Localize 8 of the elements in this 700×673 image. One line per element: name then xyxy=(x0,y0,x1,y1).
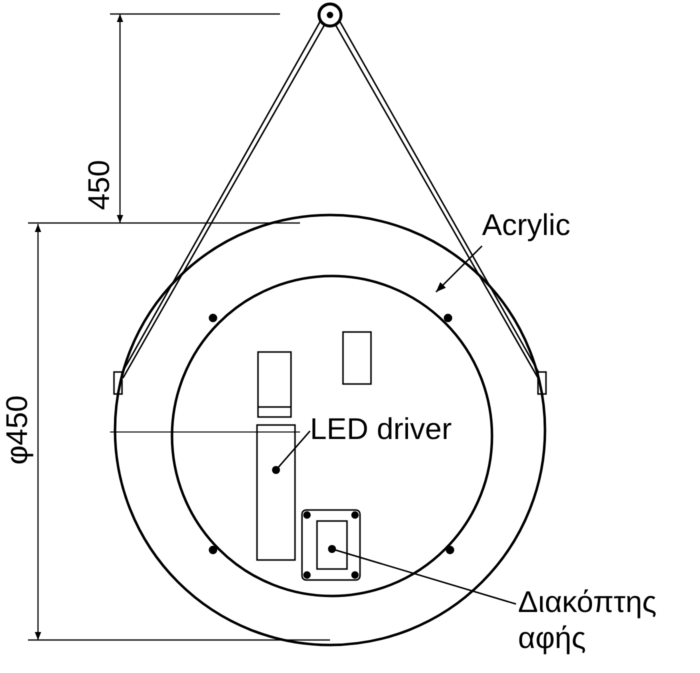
leader-line xyxy=(328,545,516,605)
leader-line xyxy=(272,430,311,474)
callout-label: Acrylic xyxy=(482,208,570,244)
callout-label: LED driver xyxy=(310,412,452,448)
leader-arrow xyxy=(435,245,483,293)
callout-label: Διακόπτης αφής xyxy=(518,585,678,657)
dimension-value: φ450 xyxy=(0,394,35,467)
dimension-value: 450 xyxy=(82,158,117,212)
